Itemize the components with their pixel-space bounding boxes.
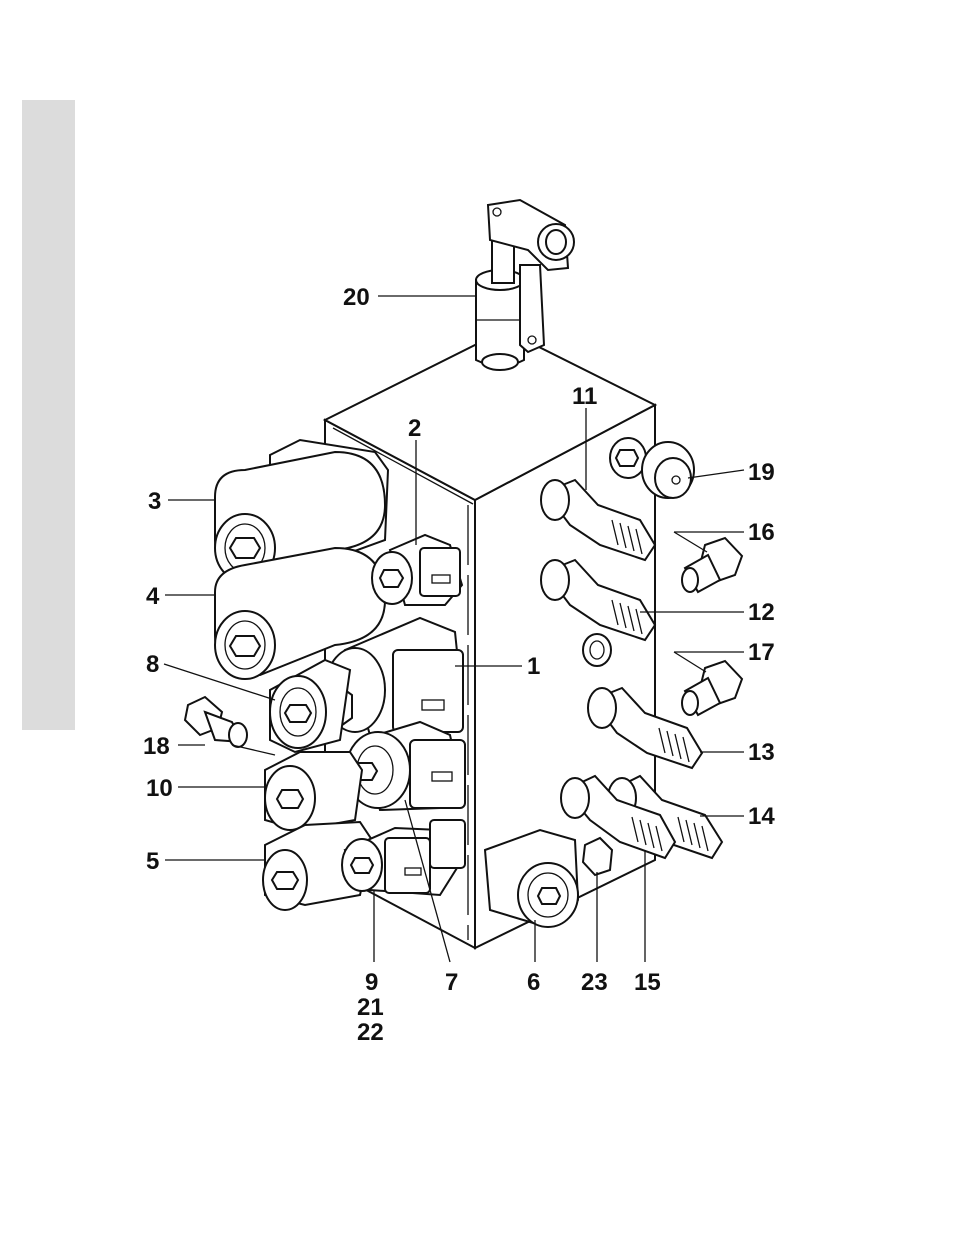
callout-18: 18 (143, 733, 170, 760)
washer (583, 634, 611, 666)
port-plug (610, 438, 646, 478)
callout-7: 7 (445, 969, 458, 996)
callout-4: 4 (146, 583, 160, 610)
callout-3: 3 (148, 488, 161, 515)
check-valve-17 (682, 661, 742, 715)
callout-22: 22 (357, 1019, 384, 1046)
callout-5: 5 (146, 848, 159, 875)
callout-6: 6 (527, 969, 540, 996)
valve-7 (346, 722, 465, 810)
callout-13: 13 (748, 739, 775, 766)
callout-23: 23 (581, 969, 608, 996)
check-valve-18 (185, 697, 247, 747)
check-valve-16 (682, 538, 742, 592)
callout-20: 20 (343, 284, 370, 311)
callout-19: 19 (748, 459, 775, 486)
callout-9: 9 (365, 969, 378, 996)
valve-8 (270, 660, 350, 752)
callout-15: 15 (634, 969, 661, 996)
callout-2: 2 (408, 415, 421, 442)
callout-17: 17 (748, 639, 775, 666)
callout-21: 21 (357, 994, 384, 1021)
callout-8: 8 (146, 651, 159, 678)
callout-10: 10 (146, 775, 173, 802)
valve-10 (265, 752, 362, 830)
callout-1: 1 (527, 653, 540, 680)
hand-pump (476, 200, 574, 370)
callout-11: 11 (572, 383, 597, 410)
callout-14: 14 (748, 803, 775, 830)
callout-16: 16 (748, 519, 775, 546)
callout-12: 12 (748, 599, 775, 626)
valve-6 (485, 830, 578, 927)
cap-19 (642, 442, 694, 498)
